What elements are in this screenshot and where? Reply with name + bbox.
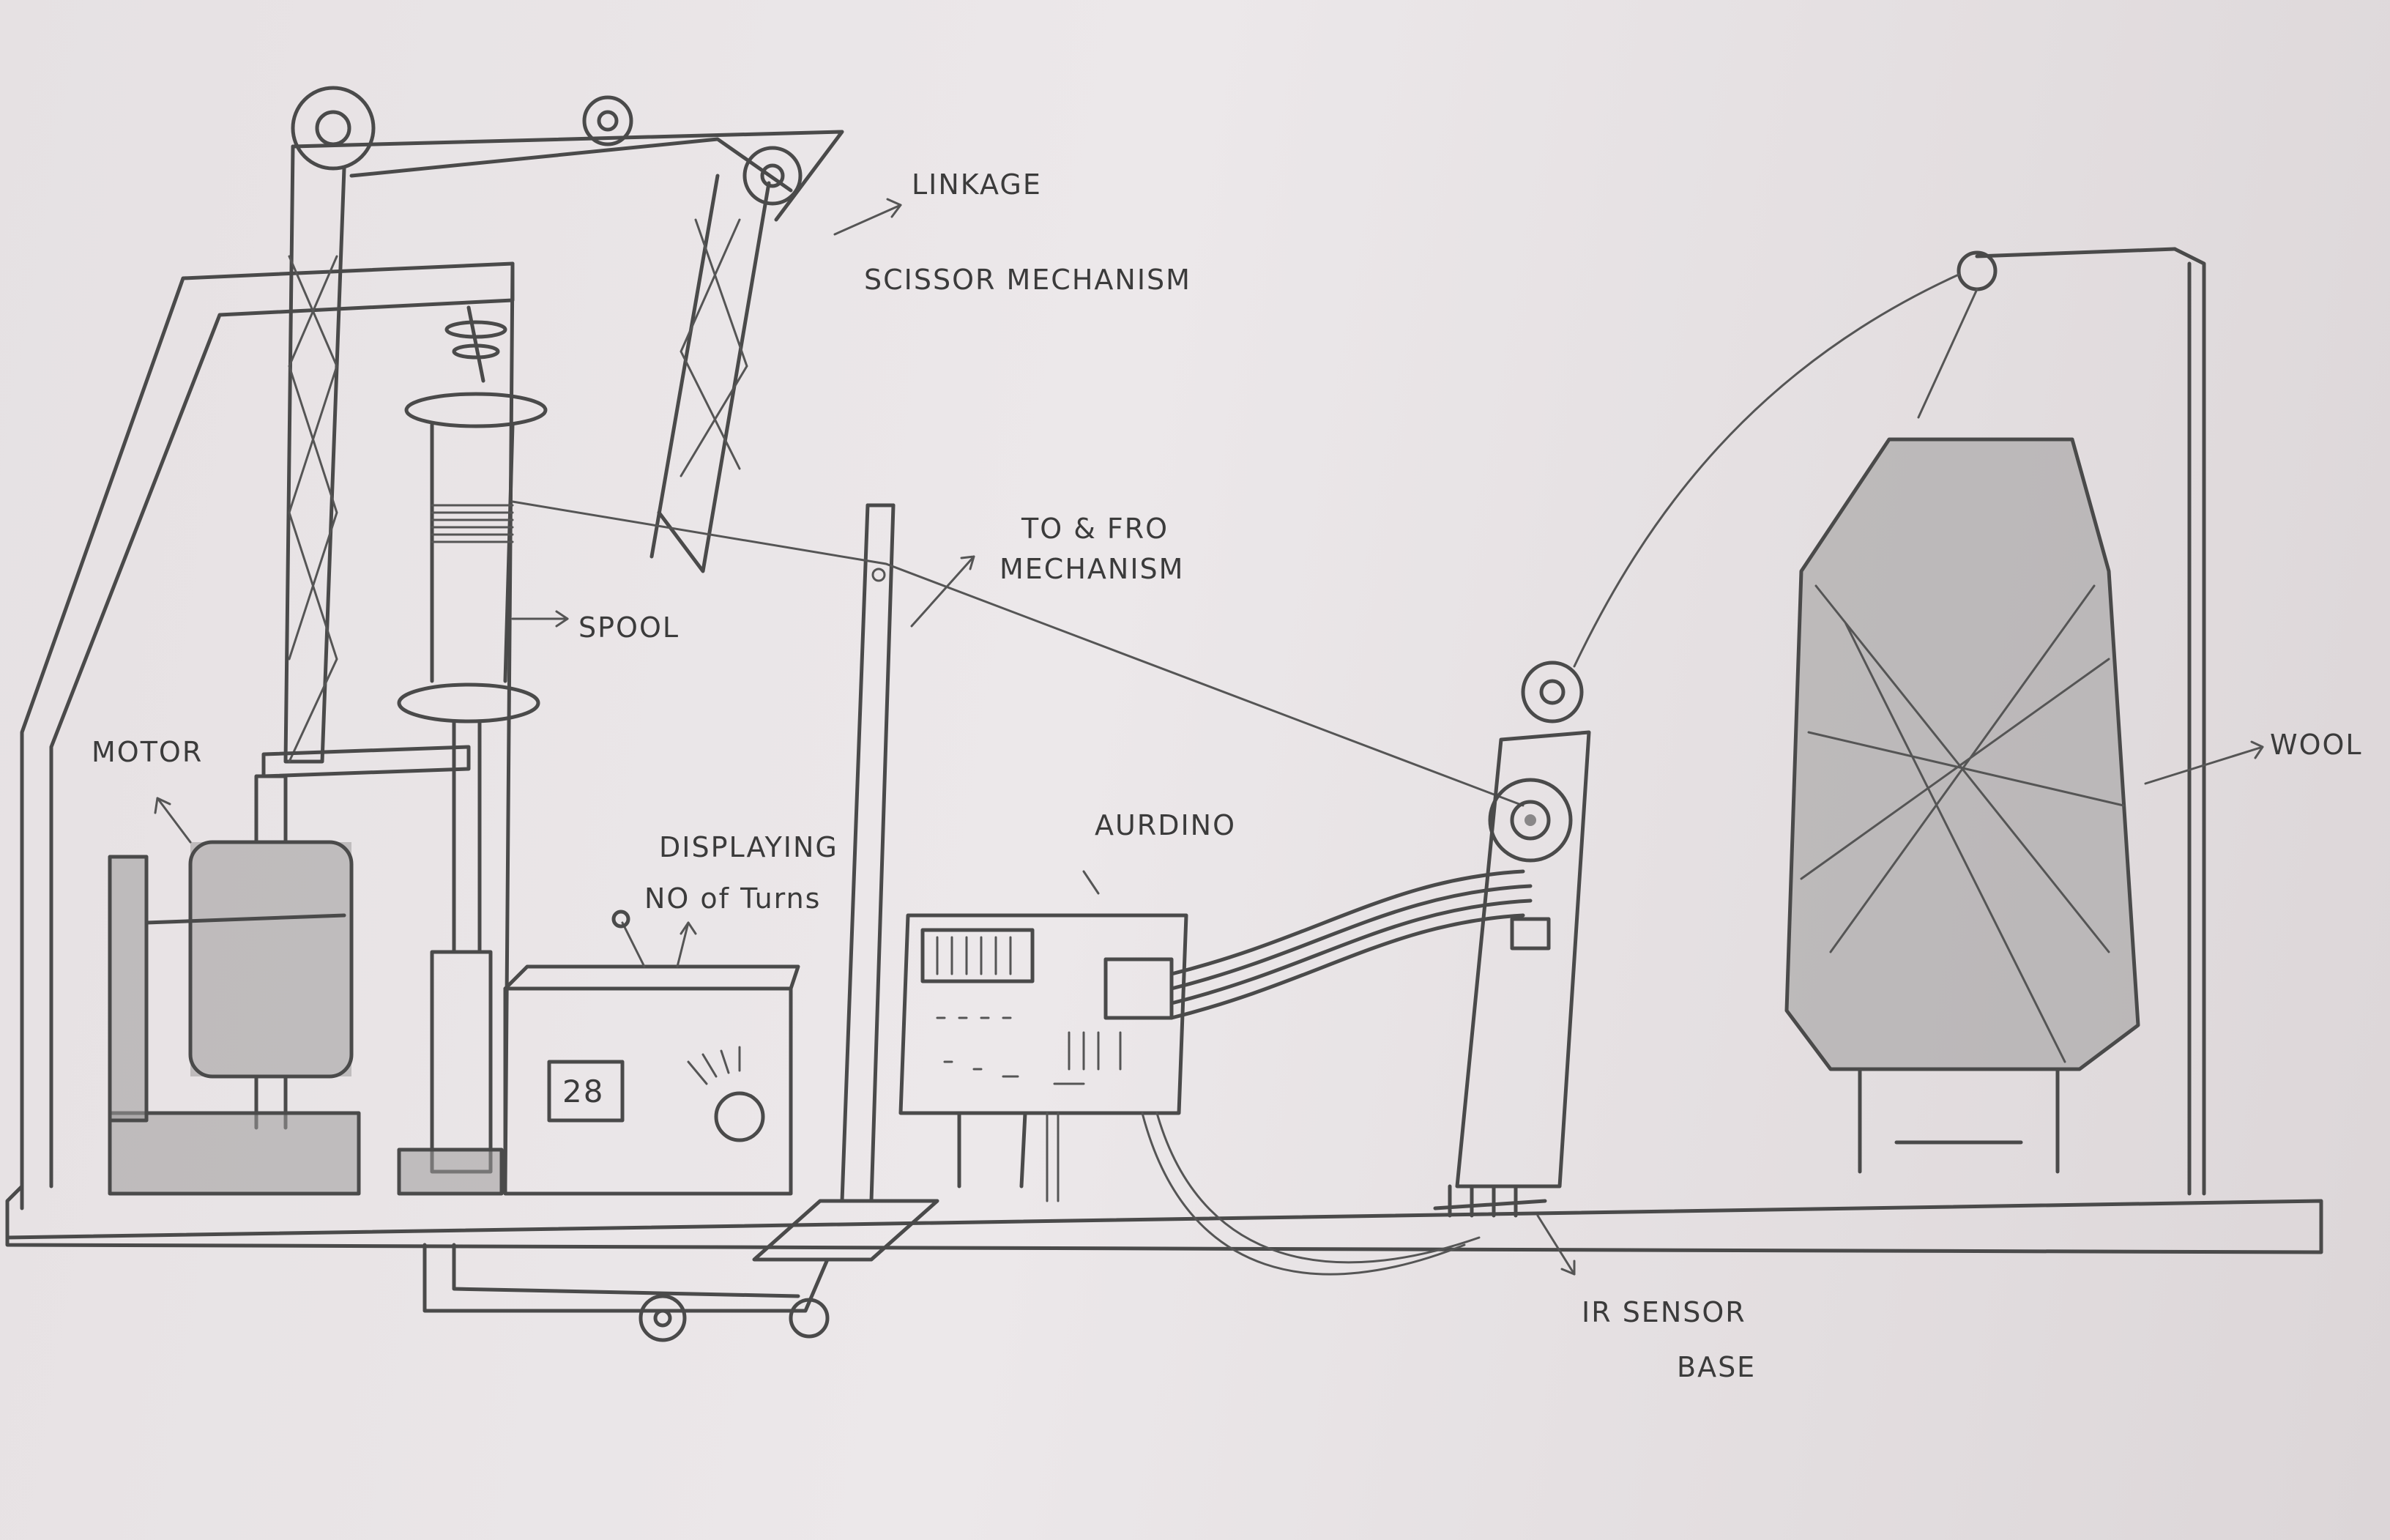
thread-line [513, 502, 1523, 806]
motor-label: MOTOR [92, 736, 203, 842]
ir-label-line2: BASE [1677, 1351, 1756, 1383]
tofro-label: TO & FRO MECHANISM [999, 513, 1184, 585]
linkage-label-line1: LINKAGE [912, 168, 1042, 201]
linkage-scissor-mechanism [286, 88, 842, 762]
ir-sensor-label: IR SENSOR BASE [1582, 1296, 1756, 1383]
motor-label-text: MOTOR [92, 736, 203, 768]
tofro-label-line1: TO & FRO [1021, 513, 1169, 545]
spool-label-text: SPOOL [578, 611, 680, 644]
ir-sensor-tower [1435, 663, 1589, 1274]
display-readout: 28 [562, 1074, 604, 1109]
wool-label-text: WOOL [2270, 729, 2363, 761]
base-platform [7, 1186, 2321, 1252]
wool-cone [1574, 249, 2263, 1194]
display-label-line2: NO of Turns [644, 882, 821, 915]
motor [110, 747, 469, 1194]
spool-label: SPOOL [513, 611, 680, 644]
spool [399, 308, 546, 1194]
arduino-label: AURDINO [1095, 809, 1236, 841]
linkage-label: LINKAGE SCISSOR MECHANISM [835, 168, 1191, 296]
wool-label: WOOL [2270, 729, 2363, 761]
display-label-line1: DISPLAYING [659, 831, 838, 863]
arduino-board [901, 871, 1186, 1186]
arduino-label-text: AURDINO [1095, 809, 1236, 841]
ir-label-line1: IR SENSOR [1582, 1296, 1746, 1328]
linkage-label-line2: SCISSOR MECHANISM [864, 264, 1191, 296]
turn-counter-display: 28 [505, 912, 798, 1194]
tofro-label-line2: MECHANISM [999, 553, 1184, 585]
display-label: DISPLAYING NO of Turns [644, 831, 838, 915]
